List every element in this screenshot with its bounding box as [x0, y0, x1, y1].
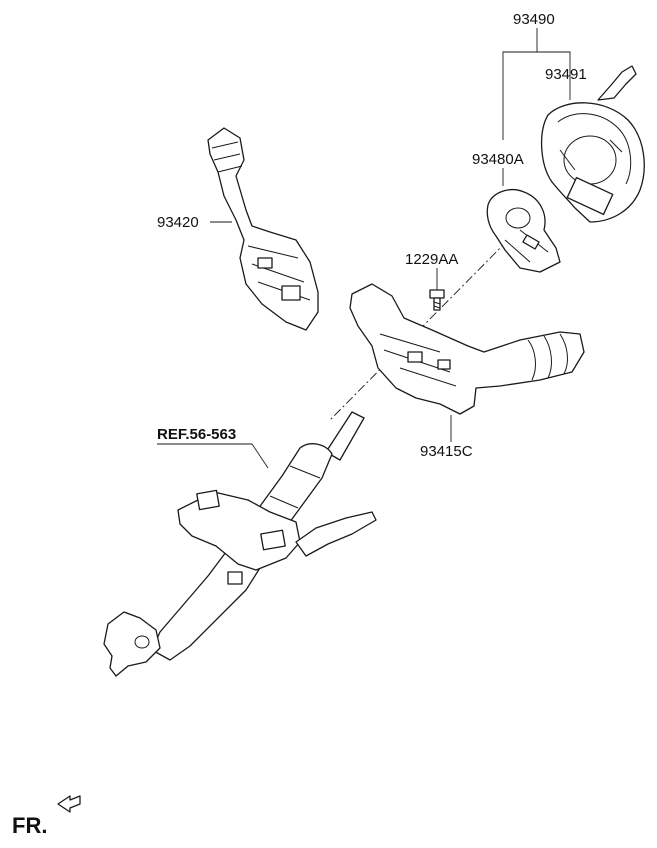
- front-arrow-icon: [57, 795, 81, 813]
- label-93491: 93491: [545, 66, 587, 83]
- plate-93480a: [486, 189, 561, 273]
- clock-spring-93491: [540, 65, 645, 223]
- bolt-1229aa: [429, 289, 445, 311]
- switch-body-93415c: [349, 283, 585, 415]
- label-ref-56-563[interactable]: REF.56-563: [157, 426, 237, 443]
- label-1229aa: 1229AA: [405, 251, 459, 268]
- label-93415c: 93415C: [420, 443, 473, 460]
- assembly-axis-line: [329, 227, 521, 421]
- label-93420: 93420: [157, 214, 199, 231]
- front-marker-label: FR.: [12, 813, 48, 838]
- leader-ref: [251, 443, 269, 469]
- label-93490: 93490: [513, 11, 555, 28]
- leader-lines: [157, 28, 571, 469]
- switch-93420: [207, 127, 319, 331]
- label-93480a: 93480A: [472, 151, 524, 168]
- steering-column: [103, 411, 377, 677]
- leader-93490: [502, 51, 571, 140]
